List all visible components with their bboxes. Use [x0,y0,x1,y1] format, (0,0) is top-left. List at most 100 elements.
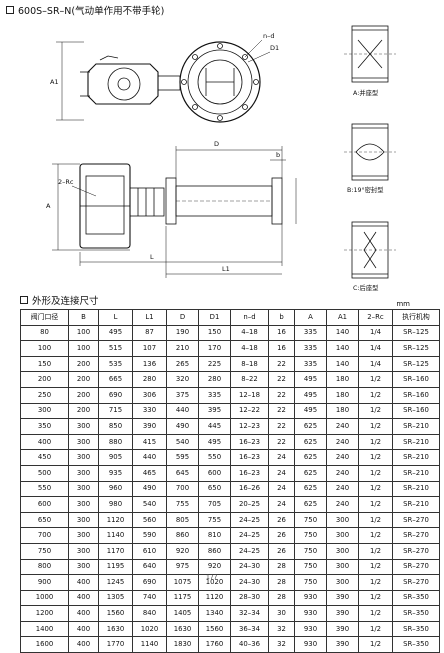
table-cell: 320 [166,371,199,388]
table-cell: 210 [166,340,199,357]
label-rc: 2–Rc [58,178,74,186]
table-cell: 26 [268,542,295,560]
table-cell: 1/2 [358,464,393,482]
table-cell: 920 [198,558,231,576]
table-cell: 1630 [98,620,133,638]
table-cell: 140 [326,355,359,373]
table-cell: 1560 [198,620,231,638]
table-cell: 12–18 [230,386,269,404]
table-cell: 415 [132,433,167,451]
section-title-model: 600S–SR–N(气动单作用不带手轮) [18,6,165,17]
table-cell: 560 [132,511,167,529]
table-cell: 1140 [98,527,133,544]
table-cell: 150 [198,324,231,342]
table-cell: 440 [166,402,199,420]
column-header: 执行机构 [392,309,440,326]
table-cell: 860 [166,527,199,544]
table-cell: 1020 [132,620,167,638]
table-cell: 32–34 [230,605,269,622]
table-cell: 22 [268,355,295,373]
table-cell: SR–270 [392,574,440,591]
column-header: n–d [230,309,269,326]
table-cell: 335 [198,386,231,404]
section-title-dimensions: 外形及连接尺寸 [32,296,99,307]
table-cell: 170 [198,340,231,357]
table-cell: 800 [20,558,69,576]
table-cell: 500 [20,464,69,482]
table-cell: 200 [68,386,99,404]
table-cell: 300 [68,449,99,466]
column-header: b [268,309,295,326]
table-cell: 22 [268,386,295,404]
table-cell: 590 [132,527,167,544]
table-cell: 390 [326,589,359,607]
table-cell: SR–210 [392,464,440,482]
column-header: 2–Rc [358,309,393,326]
table-cell: 1770 [98,636,133,653]
table-cell: SR–160 [392,371,440,388]
table-cell: 1245 [98,574,133,591]
table-cell: 920 [166,542,199,560]
table-cell: 495 [294,386,327,404]
table-cell: 400 [68,605,99,622]
table-cell: 750 [294,511,327,529]
table-cell: 12–22 [230,402,269,420]
table-cell: 8–18 [230,355,269,373]
table-cell: 4–18 [230,340,269,357]
table-cell: 665 [98,371,133,388]
table-cell: 1/2 [358,558,393,576]
table-cell: 595 [166,449,199,466]
table-cell: 26 [268,527,295,544]
table-cell: 1/4 [358,340,393,357]
table-cell: 80 [20,324,69,342]
table-cell: 400 [20,433,69,451]
table-cell: 300 [68,480,99,498]
table-cell: 1405 [166,605,199,622]
table-cell: 100 [20,340,69,357]
table-cell: 265 [166,355,199,373]
table-cell: SR–125 [392,355,440,373]
table-cell: 690 [98,386,133,404]
table-cell: 22 [268,402,295,420]
table-cell: 250 [20,386,69,404]
table-cell: 540 [132,496,167,513]
column-header: A1 [326,309,359,326]
table-cell: SR–350 [392,589,440,607]
table-cell: 700 [166,480,199,498]
checkbox-icon [20,296,28,304]
table-cell: SR–125 [392,324,440,342]
table-cell: 930 [294,620,327,638]
table-cell: 300 [68,511,99,529]
table-cell: 600 [198,464,231,482]
table-cell: 400 [68,574,99,591]
table-cell: 306 [132,386,167,404]
table-cell: 625 [294,418,327,435]
table-cell: 705 [198,496,231,513]
table-cell: 300 [68,418,99,435]
table-cell: 28 [268,574,295,591]
table-cell: 690 [132,574,167,591]
table-cell: 200 [20,371,69,388]
caption-a: A:并座型 [353,88,378,97]
table-cell: SR–210 [392,433,440,451]
side-view-b [344,123,396,181]
table-cell: 16 [268,340,295,357]
table-cell: 930 [294,605,327,622]
table-cell: 650 [198,480,231,498]
table-cell: 625 [294,449,327,466]
table-cell: 1170 [98,542,133,560]
table-cell: 390 [326,620,359,638]
table-cell: 87 [132,324,167,342]
label-l: L [150,253,154,261]
table-cell: SR–210 [392,418,440,435]
table-cell: 28–30 [230,589,269,607]
table-cell: 24–25 [230,511,269,529]
